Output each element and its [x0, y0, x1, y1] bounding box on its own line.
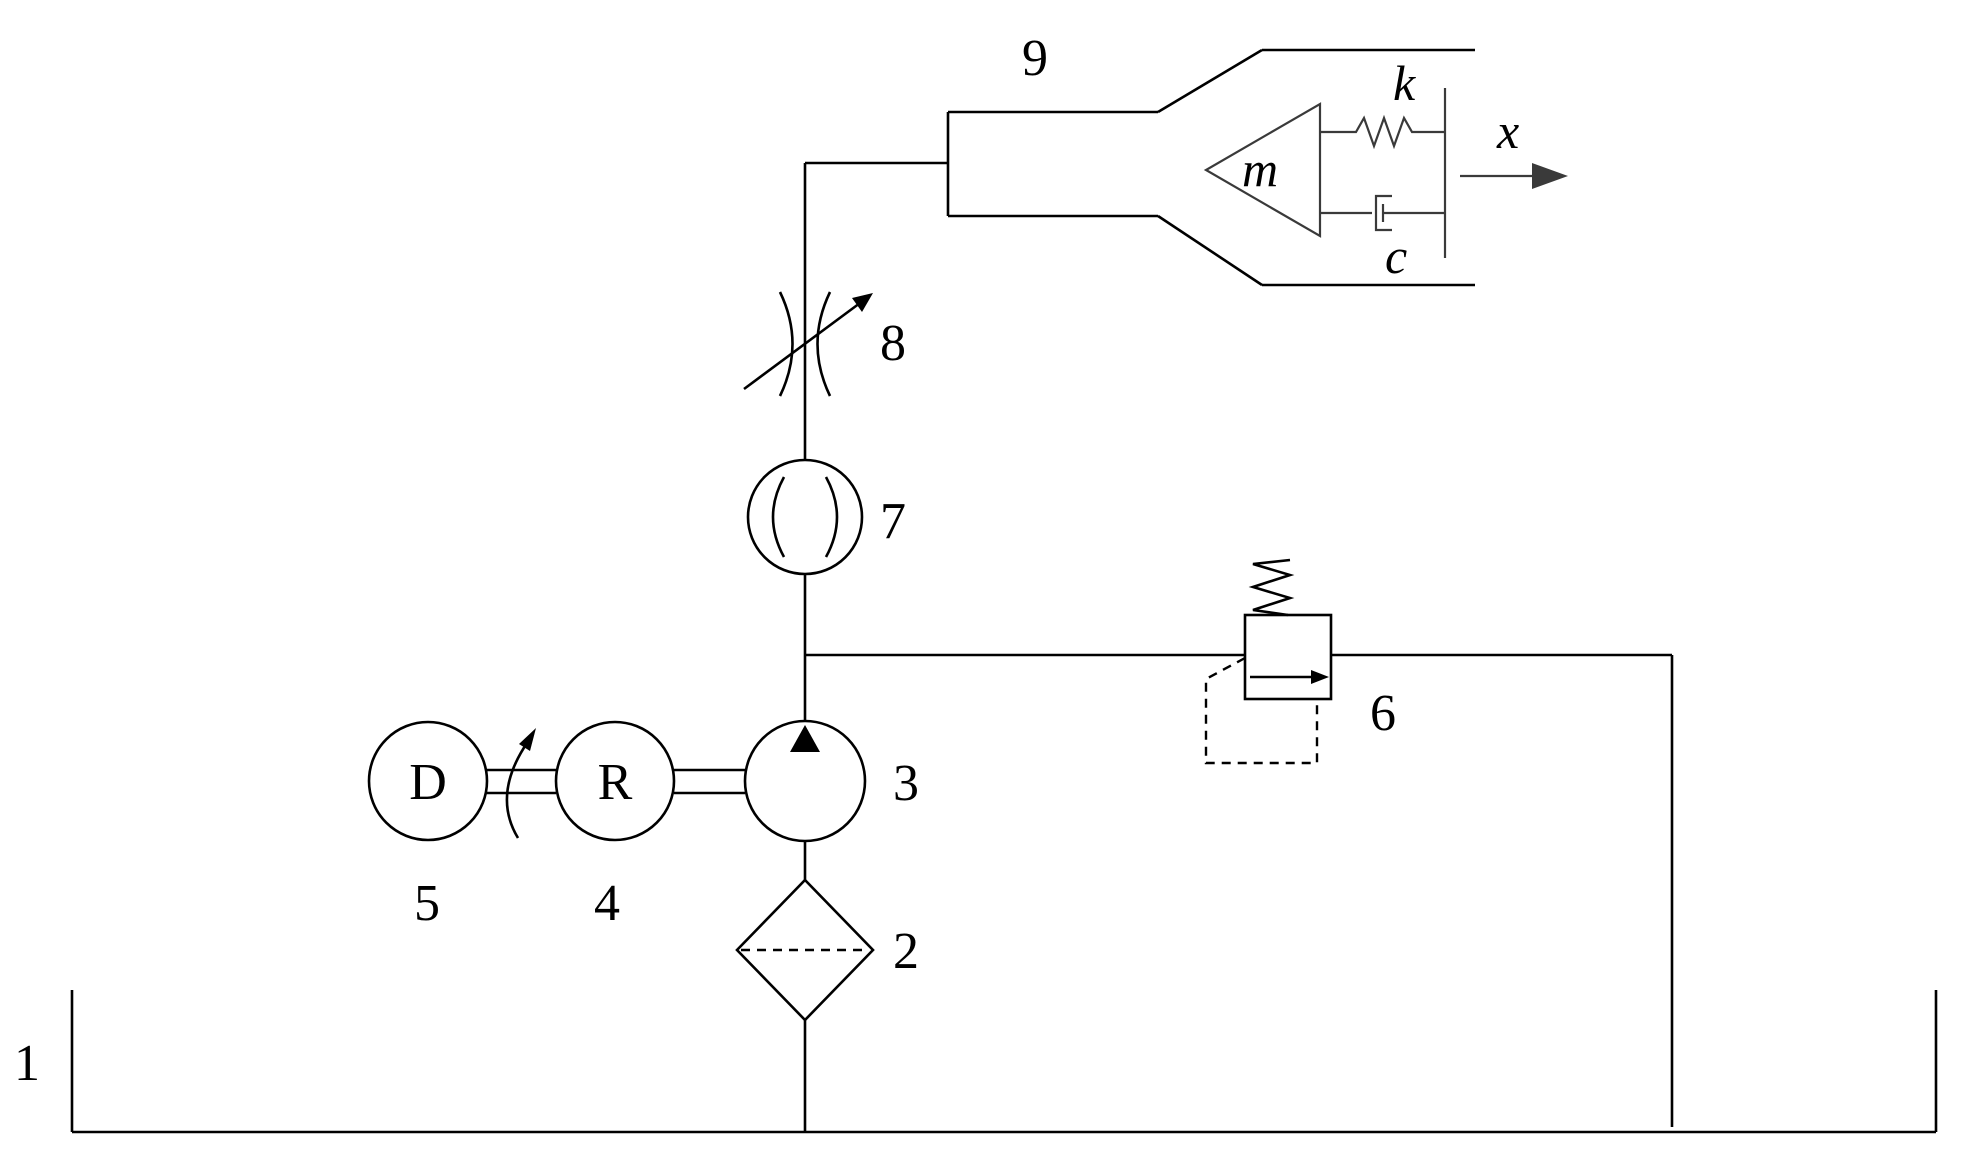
label-motor: 5	[414, 875, 440, 932]
shaft-pump-gearbox	[674, 768, 745, 795]
pilot-line	[1204, 656, 1319, 765]
motor: D	[367, 720, 489, 842]
damper-c-icon	[1320, 194, 1445, 232]
mass-label: m	[1242, 141, 1278, 197]
label-actuator: 9	[1022, 30, 1048, 87]
label-relief-valve: 6	[1370, 685, 1396, 742]
relief-valve	[1204, 558, 1333, 765]
shaft-motor-gearbox	[485, 768, 556, 795]
adjustable-arrow-icon	[852, 293, 873, 312]
label-pump: 3	[893, 755, 919, 812]
label-flowmeter: 7	[880, 493, 906, 550]
throttle-valve	[743, 291, 873, 397]
spring-label: k	[1393, 55, 1416, 111]
rotation-arrow-icon	[505, 728, 536, 839]
gearbox: R	[554, 720, 676, 842]
gearbox-letter: R	[598, 754, 633, 811]
valve-flow-arrow-icon	[1311, 670, 1329, 684]
flowmeter	[746, 458, 864, 576]
pump	[743, 719, 867, 843]
displacement-arrow-icon	[1460, 163, 1568, 189]
label-throttle-valve: 8	[880, 315, 906, 372]
mass-block	[1203, 102, 1322, 238]
valve-spring-icon	[1248, 558, 1295, 617]
pump-flow-triangle-icon	[790, 725, 820, 752]
label-tank: 1	[14, 1035, 40, 1092]
damper-label: c	[1385, 228, 1407, 284]
displacement-label: x	[1496, 103, 1519, 159]
filter	[735, 878, 875, 1022]
tank	[70, 990, 1938, 1134]
actuator	[946, 48, 1475, 287]
label-filter: 2	[893, 923, 919, 980]
label-gearbox: 4	[594, 875, 620, 932]
spring-k-icon	[1320, 114, 1445, 150]
return-line	[805, 653, 1674, 1127]
motor-letter: D	[409, 754, 447, 811]
